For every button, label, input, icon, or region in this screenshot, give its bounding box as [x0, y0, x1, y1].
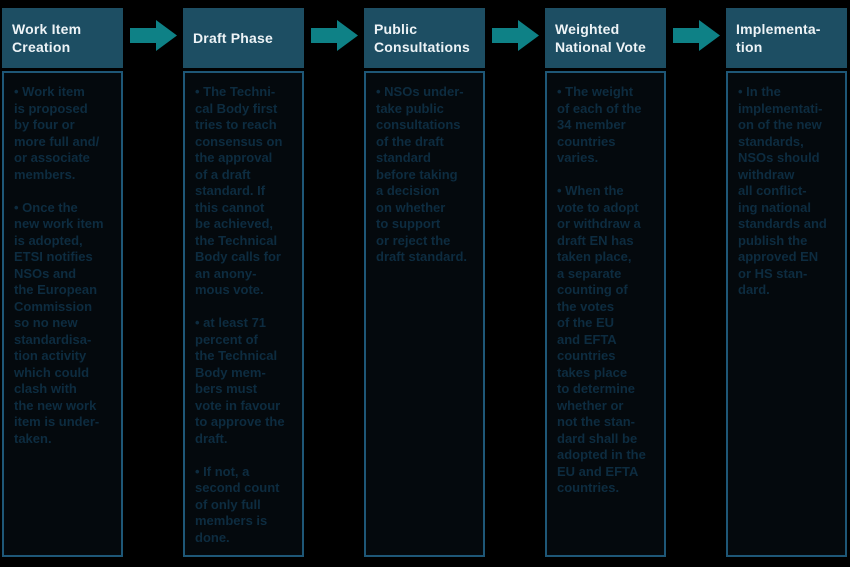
stage-header-implementation: Implementa- tion: [726, 8, 847, 68]
stage-body-work-item-creation: • Work item is proposed by four or more …: [2, 71, 123, 557]
right-arrow-icon: [310, 20, 358, 51]
right-arrow-icon: [672, 20, 720, 51]
flow-arrow-3: [485, 8, 545, 51]
stage-column-public-consultations: Public Consultations • NSOs under- take …: [364, 8, 485, 557]
stage-column-weighted-national-vote: Weighted National Vote • The weight of e…: [545, 8, 666, 557]
stage-column-implementation: Implementa- tion • In the implementati- …: [726, 8, 847, 557]
right-arrow-icon: [491, 20, 539, 51]
stage-header-weighted-national-vote: Weighted National Vote: [545, 8, 666, 68]
flow-arrow-4: [666, 8, 726, 51]
stage-body-draft-phase: • The Techni- cal Body first tries to re…: [183, 71, 304, 557]
stage-body-weighted-national-vote: • The weight of each of the 34 member co…: [545, 71, 666, 557]
stage-header-draft-phase: Draft Phase: [183, 8, 304, 68]
stage-body-implementation: • In the implementati- on of the new sta…: [726, 71, 847, 557]
stage-header-public-consultations: Public Consultations: [364, 8, 485, 68]
stage-header-work-item-creation: Work Item Creation: [2, 8, 123, 68]
right-arrow-icon: [129, 20, 177, 51]
stage-body-public-consultations: • NSOs under- take public consultations …: [364, 71, 485, 557]
flow-arrow-2: [304, 8, 364, 51]
flow-arrow-1: [123, 8, 183, 51]
stage-column-draft-phase: Draft Phase • The Techni- cal Body first…: [183, 8, 304, 557]
stage-column-work-item-creation: Work Item Creation • Work item is propos…: [2, 8, 123, 557]
